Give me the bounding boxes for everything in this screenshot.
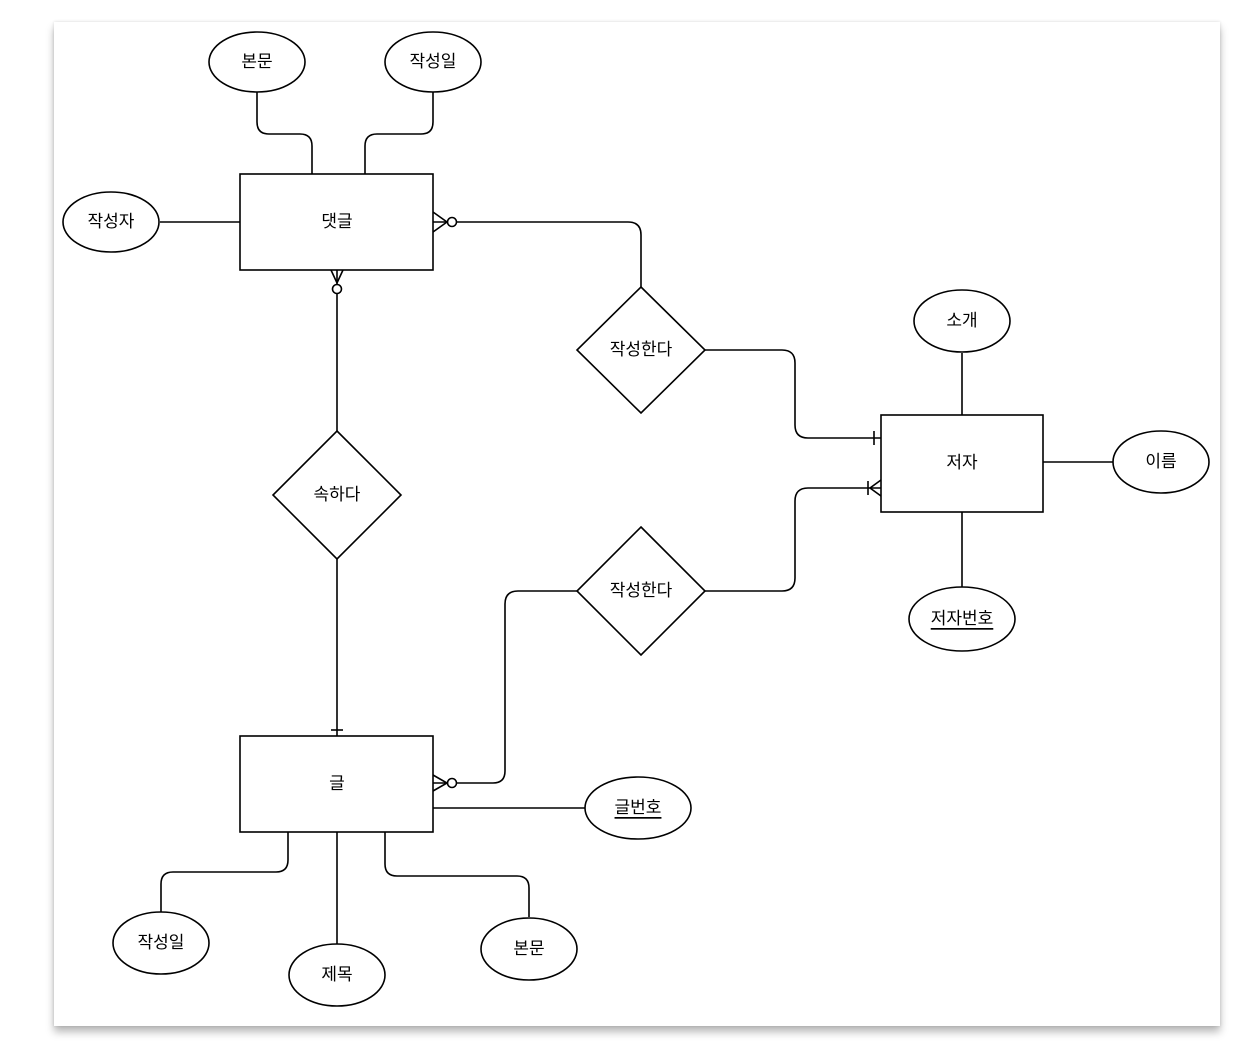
- attr-comment-writer[interactable]: 작성자: [62, 191, 160, 253]
- attr-post-body-label: 본문: [513, 939, 544, 959]
- attr-author-intro-label: 소개: [946, 311, 977, 331]
- attr-post-title-label: 제목: [321, 965, 352, 985]
- connector-post-body: [384, 832, 530, 917]
- attr-post-date[interactable]: 작성일: [112, 911, 210, 975]
- relationship-belongs-label: 속하다: [314, 485, 361, 505]
- entity-comment-label: 댓글: [321, 212, 352, 232]
- attr-post-title[interactable]: 제목: [288, 943, 386, 1007]
- attr-comment-writer-label: 작성자: [88, 212, 135, 232]
- relationship-comment-writes-label: 작성한다: [610, 340, 673, 360]
- crowsfoot-author-left-bottom: [867, 479, 882, 497]
- attr-author-name[interactable]: 이름: [1112, 430, 1210, 494]
- connector-writes2-author: [705, 487, 881, 592]
- attr-comment-date[interactable]: 작성일: [384, 31, 482, 93]
- relationship-comment-writes[interactable]: 작성한다: [575, 285, 707, 415]
- connector-post-date: [160, 832, 289, 912]
- attr-post-date-label: 작성일: [138, 933, 185, 953]
- relationship-post-writes[interactable]: 작성한다: [575, 525, 707, 657]
- entity-post[interactable]: 글: [239, 735, 434, 833]
- connector-comment-date: [364, 92, 434, 174]
- relationship-post-writes-label: 작성한다: [610, 581, 673, 601]
- attr-author-id-label: 저자번호: [931, 609, 994, 629]
- entity-comment[interactable]: 댓글: [239, 173, 434, 271]
- attr-post-id[interactable]: 글번호: [584, 776, 692, 840]
- crowsfoot-comment-bottom: [330, 269, 344, 295]
- entity-post-label: 글: [329, 774, 345, 794]
- attr-post-body[interactable]: 본문: [480, 917, 578, 981]
- entity-author[interactable]: 저자: [880, 414, 1044, 513]
- attr-author-name-label: 이름: [1145, 452, 1176, 472]
- connector-writes-author: [705, 349, 881, 439]
- attr-author-intro[interactable]: 소개: [913, 289, 1011, 353]
- attr-comment-date-label: 작성일: [410, 52, 457, 72]
- connector-comment-body: [256, 92, 313, 174]
- relationship-belongs[interactable]: 속하다: [271, 429, 403, 561]
- attr-post-id-label: 글번호: [615, 798, 662, 818]
- attr-comment-body-label: 본문: [241, 52, 272, 72]
- crowsfoot-comment-right: [432, 211, 458, 233]
- attr-comment-body[interactable]: 본문: [208, 31, 306, 93]
- crowsfoot-post-right: [432, 774, 458, 792]
- connector-post-writes: [433, 590, 577, 784]
- connector-comment-writes: [433, 221, 642, 287]
- entity-author-label: 저자: [946, 453, 978, 473]
- attr-author-id[interactable]: 저자번호: [908, 586, 1016, 652]
